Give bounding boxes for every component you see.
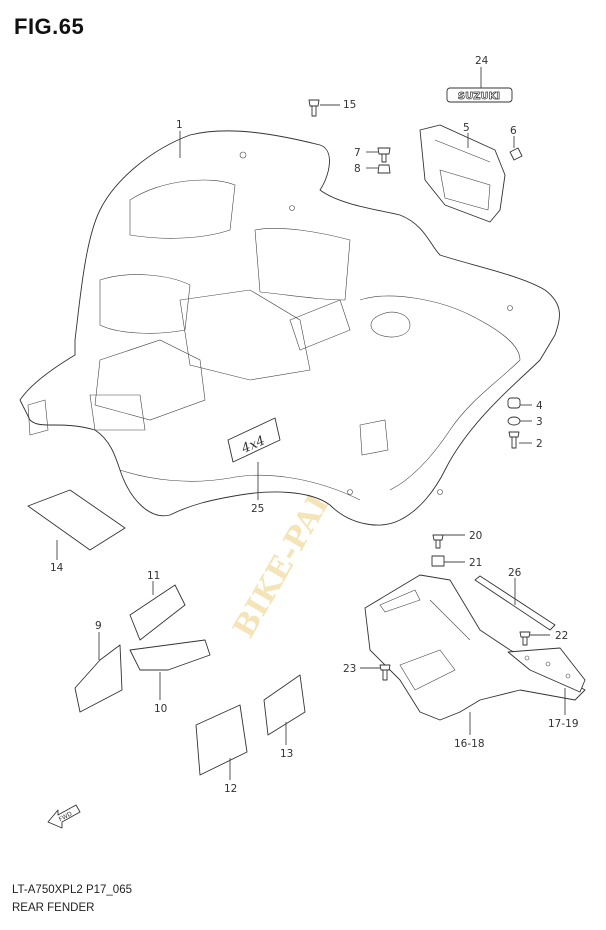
pad-10[interactable] xyxy=(129,639,211,671)
bolt-2[interactable] xyxy=(508,431,520,449)
callout-6: 6 xyxy=(510,125,517,137)
pad-14[interactable] xyxy=(27,489,126,551)
callout-14: 14 xyxy=(50,562,64,574)
callout-5: 5 xyxy=(463,122,470,134)
callout-12: 12 xyxy=(224,783,237,795)
bolt-20[interactable] xyxy=(432,534,444,549)
callout-labels: 1 15 24 5 6 7 8 4 3 2 25 14 11 9 10 12 1… xyxy=(50,55,579,795)
callout-8: 8 xyxy=(354,163,361,175)
rear-fender-body[interactable] xyxy=(19,130,560,526)
callout-17-19: 17-19 xyxy=(548,718,579,730)
figure-caption: REAR FENDER xyxy=(12,902,95,914)
washer-3[interactable] xyxy=(507,416,521,426)
mud-flap-16-18[interactable] xyxy=(364,574,586,721)
screw-7[interactable] xyxy=(377,147,391,163)
callout-16-18: 16-18 xyxy=(454,738,485,750)
callout-25: 25 xyxy=(251,503,264,515)
plate-17-19[interactable] xyxy=(507,647,586,693)
bolt-22[interactable] xyxy=(519,631,531,646)
leader-lines xyxy=(56,67,566,780)
callout-2: 2 xyxy=(536,438,543,450)
pad-12[interactable] xyxy=(195,704,248,776)
bolt-6[interactable] xyxy=(509,147,523,161)
pad-11[interactable] xyxy=(129,584,186,641)
suzuki-emblem[interactable]: SUZUKI xyxy=(446,87,513,103)
callout-23: 23 xyxy=(343,663,356,675)
callout-26: 26 xyxy=(508,567,522,579)
grommet-4[interactable] xyxy=(507,397,521,409)
callout-3: 3 xyxy=(536,416,543,428)
nut-8[interactable] xyxy=(377,164,391,174)
callout-4: 4 xyxy=(536,400,543,412)
reflector-bracket[interactable] xyxy=(419,124,506,223)
figure-title: FIG.65 xyxy=(14,14,85,39)
bolt-23[interactable] xyxy=(379,664,391,681)
emblem-text: SUZUKI xyxy=(458,91,500,102)
callout-10: 10 xyxy=(154,703,167,715)
callout-7: 7 xyxy=(354,147,361,159)
fwd-arrow-icon: FWD xyxy=(47,804,81,829)
callout-1: 1 xyxy=(176,119,183,131)
callout-11: 11 xyxy=(147,570,160,582)
bolt-15[interactable] xyxy=(308,99,320,117)
callout-24: 24 xyxy=(475,55,489,67)
callout-15: 15 xyxy=(343,99,356,111)
pad-13[interactable] xyxy=(263,674,306,736)
callout-13: 13 xyxy=(280,748,293,760)
callout-20: 20 xyxy=(469,530,482,542)
pad-9[interactable] xyxy=(74,644,123,713)
nut-21[interactable] xyxy=(431,555,445,567)
model-code: LT-A750XPL2 P17_065 xyxy=(12,884,132,896)
callout-22: 22 xyxy=(555,630,568,642)
callout-9: 9 xyxy=(95,620,102,632)
callout-21: 21 xyxy=(469,557,482,569)
